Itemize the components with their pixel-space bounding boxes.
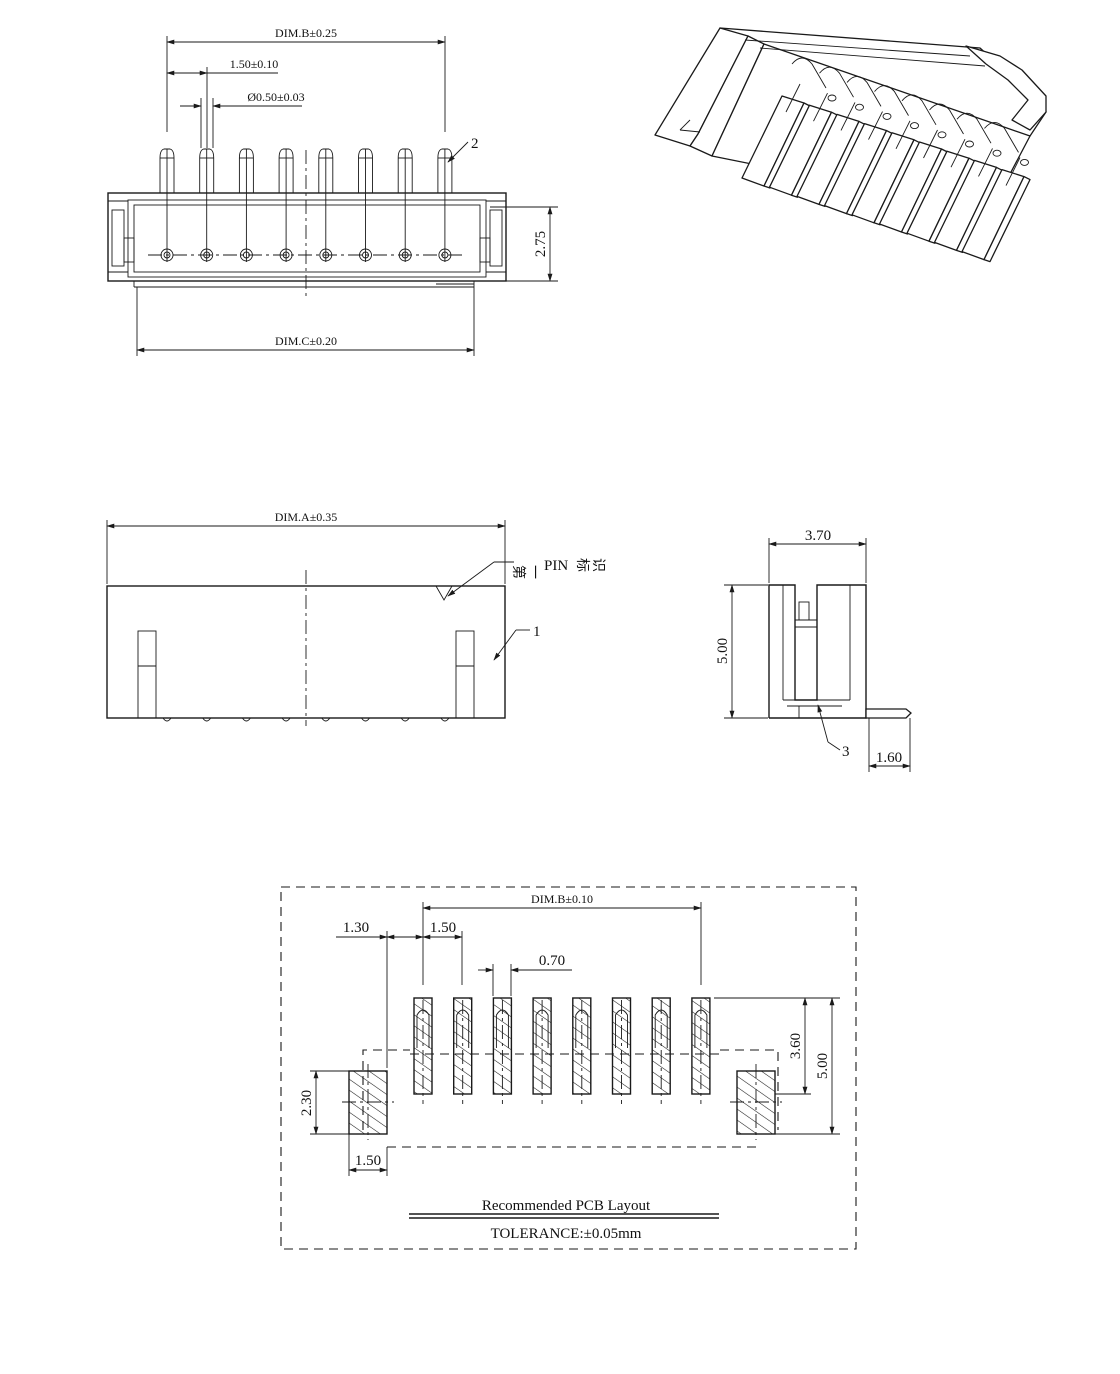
pcb-signal-pad: [413, 997, 433, 1104]
pin1-cjk-d: 识: [590, 558, 606, 572]
callout-2: 2: [471, 136, 479, 152]
pcb-signal-pad: [492, 997, 513, 1104]
front-pin-tip: [202, 717, 212, 722]
front-pin-tip: [281, 717, 291, 722]
pcb-signal-pad: [572, 997, 592, 1104]
front-view: DIM.A±0.35 第 一 PIN 标 识 1: [106, 510, 606, 726]
pin1-cjk-a: 第: [510, 565, 527, 579]
pcb-mount-h-label: 2.30: [299, 1090, 315, 1116]
side-view: 3.70 5.00 3 1.60: [715, 528, 912, 772]
front-pin-tip: [242, 717, 251, 722]
height-label: 2.75: [533, 231, 549, 257]
side-height-label: 5.00: [715, 638, 731, 664]
iso-slat: [961, 157, 1031, 263]
iso-contact: [901, 94, 947, 139]
iso-contact: [846, 75, 892, 120]
dim-b-label: DIM.B±0.25: [275, 26, 337, 40]
pcb-title: Recommended PCB Layout: [482, 1198, 651, 1214]
front-pin-tip: [440, 717, 450, 722]
pcb-edge-label: 1.30: [343, 920, 369, 936]
iso-slat: [851, 120, 921, 226]
pcb-dim-b-label: DIM.B±0.10: [531, 892, 593, 906]
iso-contact: [791, 57, 837, 102]
side-width-label: 3.70: [805, 528, 831, 544]
pcb-layout: DIM.B±0.10 1.30 1.50 0.70 2: [280, 886, 857, 1250]
pin1-text: PIN: [544, 558, 568, 574]
top-pin: [199, 148, 215, 262]
top-pin: [278, 148, 294, 262]
top-pin: [397, 148, 413, 262]
pcb-frame: [280, 886, 857, 1250]
pcb-pad-width-label: 0.70: [539, 953, 565, 969]
pitch-label: 1.50±0.10: [230, 57, 279, 71]
pcb-pad-len-label: 3.60: [788, 1033, 804, 1059]
pcb-signal-pad: [532, 997, 552, 1104]
pcb-signal-pad: [611, 997, 632, 1104]
iso-contact: [984, 121, 1029, 166]
top-pin: [159, 148, 175, 262]
front-pin-tip: [162, 717, 172, 722]
pcb-pitch-label: 1.50: [430, 920, 456, 936]
top-pin: [437, 148, 453, 262]
callout-3: 3: [842, 744, 850, 760]
front-body-outline: [106, 585, 506, 719]
callout-1: 1: [533, 624, 541, 640]
tail-label: 1.60: [876, 750, 902, 766]
pin-dia-label: Ø0.50±0.03: [247, 90, 304, 104]
front-pin-tip: [400, 717, 410, 722]
iso-slat: [768, 92, 839, 198]
iso-contact: [874, 85, 919, 130]
dim-c-label: DIM.C±0.20: [275, 334, 337, 348]
pin1-cjk-c: 标: [574, 558, 590, 572]
top-body-outline: [107, 192, 507, 282]
pcb-overall-h-label: 5.00: [815, 1053, 831, 1079]
iso-slat: [823, 111, 894, 217]
pcb-mount-w-label: 1.50: [355, 1153, 381, 1169]
front-pin-tip: [321, 717, 331, 722]
pcb-signal-pad: [453, 997, 473, 1104]
pin1-cjk-b: 一: [526, 565, 542, 579]
top-pin: [358, 148, 373, 262]
iso-contact: [819, 66, 864, 111]
pcb-signal-pad: [651, 997, 671, 1104]
iso-contact: [956, 112, 1002, 157]
pcb-signal-pad: [691, 997, 711, 1104]
isometric-view: [654, 27, 1047, 263]
pcb-tolerance: TOLERANCE:±0.05mm: [491, 1226, 642, 1242]
dim-a-label: DIM.A±0.35: [275, 510, 338, 524]
top-view: DIM.B±0.25 1.50±0.10 Ø0.50±0.03: [107, 26, 558, 356]
top-pin: [238, 148, 254, 262]
top-pin: [318, 148, 334, 262]
iso-contact: [929, 103, 974, 148]
front-pin-tip: [361, 717, 370, 722]
